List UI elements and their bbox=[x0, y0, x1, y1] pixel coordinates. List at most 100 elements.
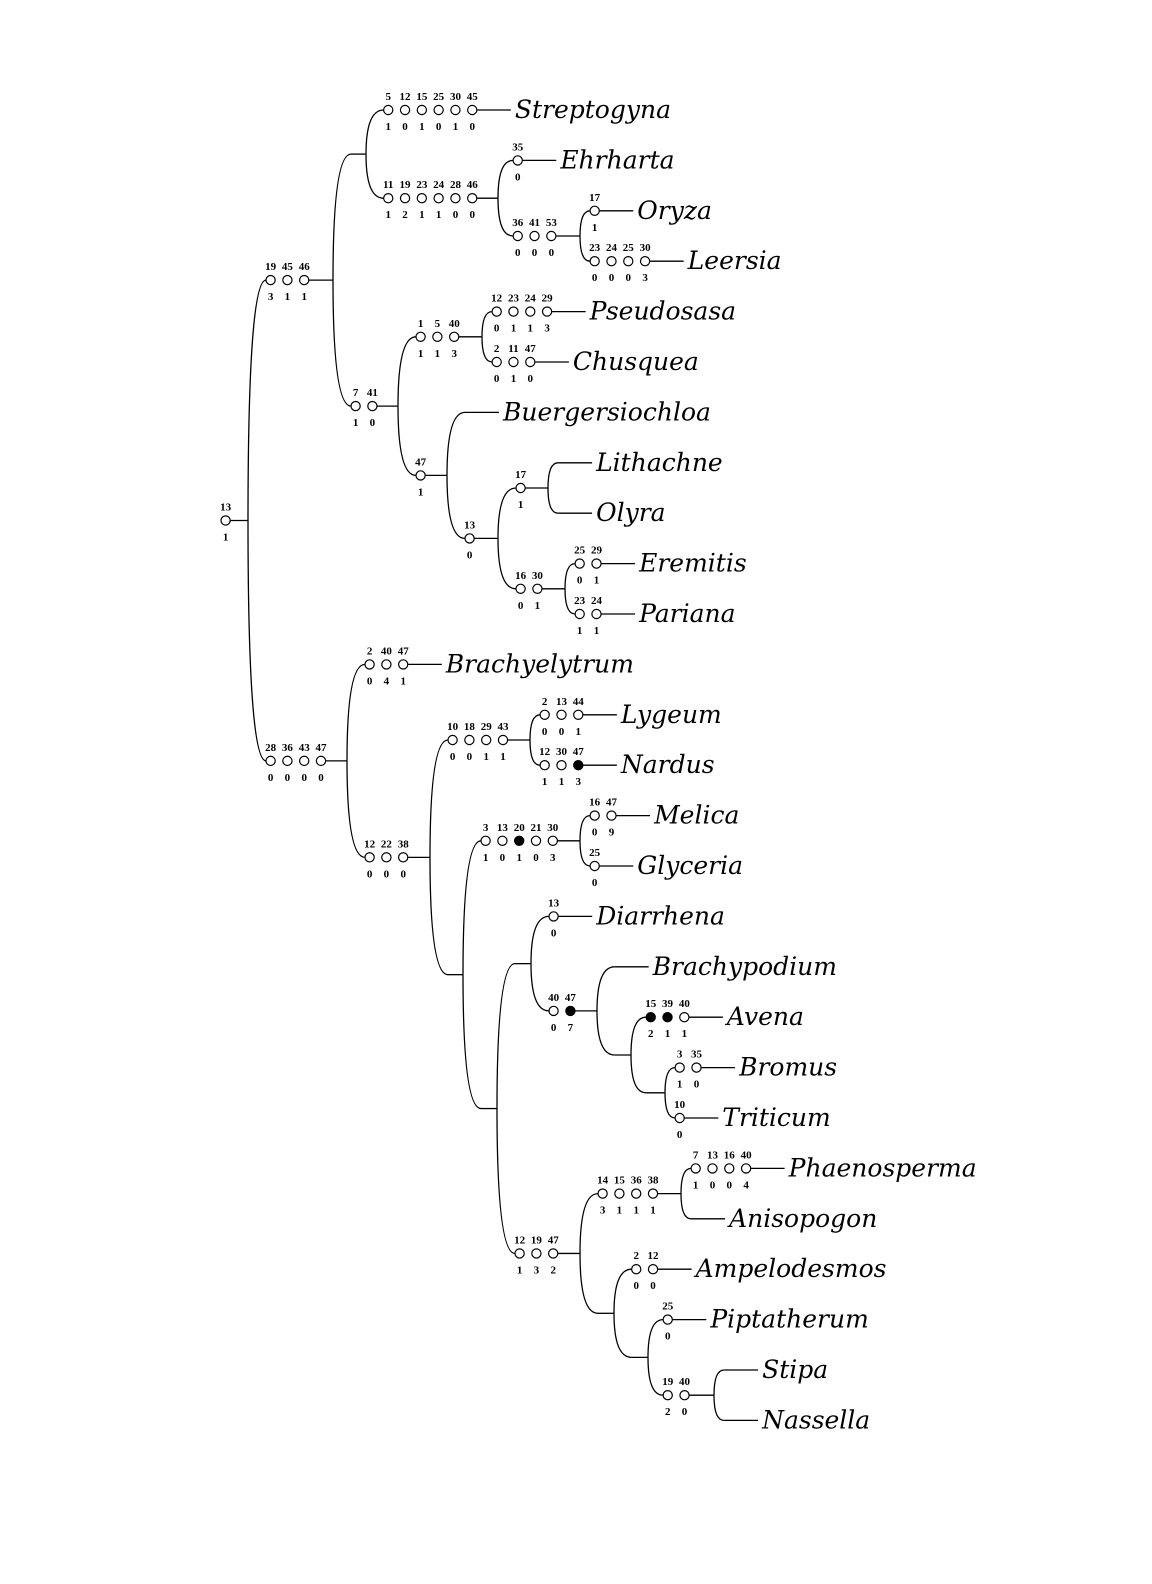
character-number: 13 bbox=[497, 822, 509, 834]
character-number: 18 bbox=[464, 721, 476, 733]
character-number: 43 bbox=[498, 721, 510, 733]
character-number: 28 bbox=[450, 179, 462, 191]
clade-47-change-47: 471 bbox=[415, 456, 427, 498]
character-number: 16 bbox=[589, 797, 601, 809]
character-state: 1 bbox=[511, 323, 517, 335]
state-change-marker bbox=[315, 755, 327, 767]
character-state: 0 bbox=[285, 772, 291, 784]
state-change-marker bbox=[589, 256, 600, 267]
character-state: 1 bbox=[500, 751, 506, 763]
state-change-marker bbox=[532, 583, 543, 595]
state-change-marker bbox=[645, 1012, 656, 1023]
clade-phaeno-connector bbox=[579, 1192, 599, 1254]
character-number: 25 bbox=[574, 545, 586, 557]
character-state: 1 bbox=[435, 348, 441, 360]
triticum-change-10: 100 bbox=[674, 1099, 686, 1141]
character-number: 13 bbox=[707, 1149, 719, 1161]
character-number: 36 bbox=[512, 217, 524, 229]
clade-28-36-43-47-change-47: 470 bbox=[316, 742, 328, 784]
taxon-label-stipa: Stipa bbox=[762, 1355, 828, 1384]
character-number: 39 bbox=[662, 998, 674, 1010]
character-number: 24 bbox=[433, 179, 445, 191]
clade-19-45-46-connector bbox=[247, 279, 267, 521]
state-change-marker bbox=[556, 709, 567, 721]
character-state: 1 bbox=[516, 852, 522, 864]
nassella-connector bbox=[713, 1395, 725, 1422]
state-change-marker bbox=[597, 1188, 608, 1199]
character-number: 47 bbox=[606, 797, 618, 809]
piptatherum-change-25: 250 bbox=[662, 1301, 674, 1343]
oryza-connector bbox=[579, 210, 591, 237]
state-change-marker bbox=[491, 306, 502, 317]
character-number: 28 bbox=[265, 742, 277, 754]
clade-ehrhartoid-change-24: 241 bbox=[433, 179, 445, 221]
character-number: 12 bbox=[539, 746, 551, 758]
character-number: 15 bbox=[416, 91, 428, 103]
clade-meliceae-change-30: 303 bbox=[547, 822, 559, 864]
clade-phaeno-change-38: 381 bbox=[648, 1175, 660, 1217]
taxon-label-oryza: Oryza bbox=[637, 196, 712, 225]
character-number: 30 bbox=[640, 242, 652, 254]
melica-connector bbox=[579, 814, 591, 841]
clade-lygeum-nardus-change-10: 100 bbox=[447, 721, 459, 763]
character-state: 3 bbox=[544, 323, 550, 335]
state-change-marker bbox=[433, 192, 444, 204]
state-change-marker bbox=[399, 192, 411, 204]
character-state: 0 bbox=[542, 726, 548, 738]
clade-lygeum-nardus-change-29: 291 bbox=[481, 721, 493, 763]
character-state: 2 bbox=[665, 1406, 671, 1418]
state-change-marker bbox=[383, 104, 394, 116]
character-number: 25 bbox=[589, 847, 601, 859]
state-change-marker bbox=[282, 755, 293, 767]
character-state: 3 bbox=[576, 776, 582, 788]
character-state: 2 bbox=[550, 1264, 556, 1276]
character-state: 1 bbox=[418, 348, 424, 360]
character-state: 0 bbox=[469, 121, 475, 133]
oryza-change-17: 171 bbox=[589, 192, 601, 234]
character-state: 0 bbox=[710, 1179, 716, 1191]
taxon-label-melica: Melica bbox=[653, 801, 739, 830]
character-number: 11 bbox=[383, 179, 393, 191]
character-state: 1 bbox=[650, 1205, 656, 1217]
character-state: 0 bbox=[592, 272, 598, 284]
lithachne-connector bbox=[547, 462, 559, 489]
character-number: 22 bbox=[381, 838, 393, 850]
character-state: 1 bbox=[511, 373, 517, 385]
taxon-label-triticum: Triticum bbox=[722, 1103, 830, 1132]
clade-12-22-38-connector bbox=[346, 760, 366, 858]
clade-40-47-connector bbox=[530, 963, 550, 1012]
clade-12-19-47-change-12: 121 bbox=[514, 1234, 526, 1276]
taxon-label-pariana: Pariana bbox=[638, 599, 735, 628]
character-number: 21 bbox=[531, 822, 542, 834]
ampelodesmos-change-12: 120 bbox=[648, 1250, 660, 1292]
state-change-marker bbox=[556, 760, 567, 771]
character-state: 1 bbox=[483, 852, 489, 864]
phaenosperma-change-13: 13 0 bbox=[707, 1149, 719, 1191]
character-number: 24 bbox=[591, 595, 603, 607]
leersia-change-24: 240 bbox=[606, 242, 618, 284]
glyceria-change-25: 250 bbox=[589, 847, 601, 889]
phaenosperma-change-40: 404 bbox=[741, 1149, 753, 1191]
taxon-label-nardus: Nardus bbox=[620, 750, 715, 779]
character-state: 0 bbox=[500, 852, 506, 864]
state-change-marker bbox=[591, 608, 602, 620]
state-change-marker bbox=[639, 256, 651, 267]
character-state: 0 bbox=[551, 1022, 557, 1034]
character-number: 46 bbox=[467, 179, 479, 191]
clade-17-connector bbox=[497, 487, 517, 539]
character-state: 1 bbox=[453, 121, 459, 133]
character-state: 0 bbox=[301, 772, 307, 784]
brachyelytrum-change-2: 20 bbox=[364, 645, 375, 687]
state-change-marker bbox=[515, 482, 526, 494]
state-change-marker bbox=[547, 835, 559, 847]
character-state: 4 bbox=[743, 1179, 749, 1191]
taxon-label-chusquea: Chusquea bbox=[573, 347, 699, 376]
character-state: 1 bbox=[594, 625, 600, 637]
taxon-label-glyceria: Glyceria bbox=[637, 851, 743, 880]
clade-19-45-46-change-46: 461 bbox=[299, 261, 311, 303]
brachyelytrum-connector bbox=[346, 663, 366, 761]
eremitis-change-29: 291 bbox=[591, 545, 603, 587]
streptogyna-connector bbox=[365, 109, 384, 155]
character-number: 3 bbox=[483, 822, 489, 834]
character-number: 20 bbox=[514, 822, 526, 834]
